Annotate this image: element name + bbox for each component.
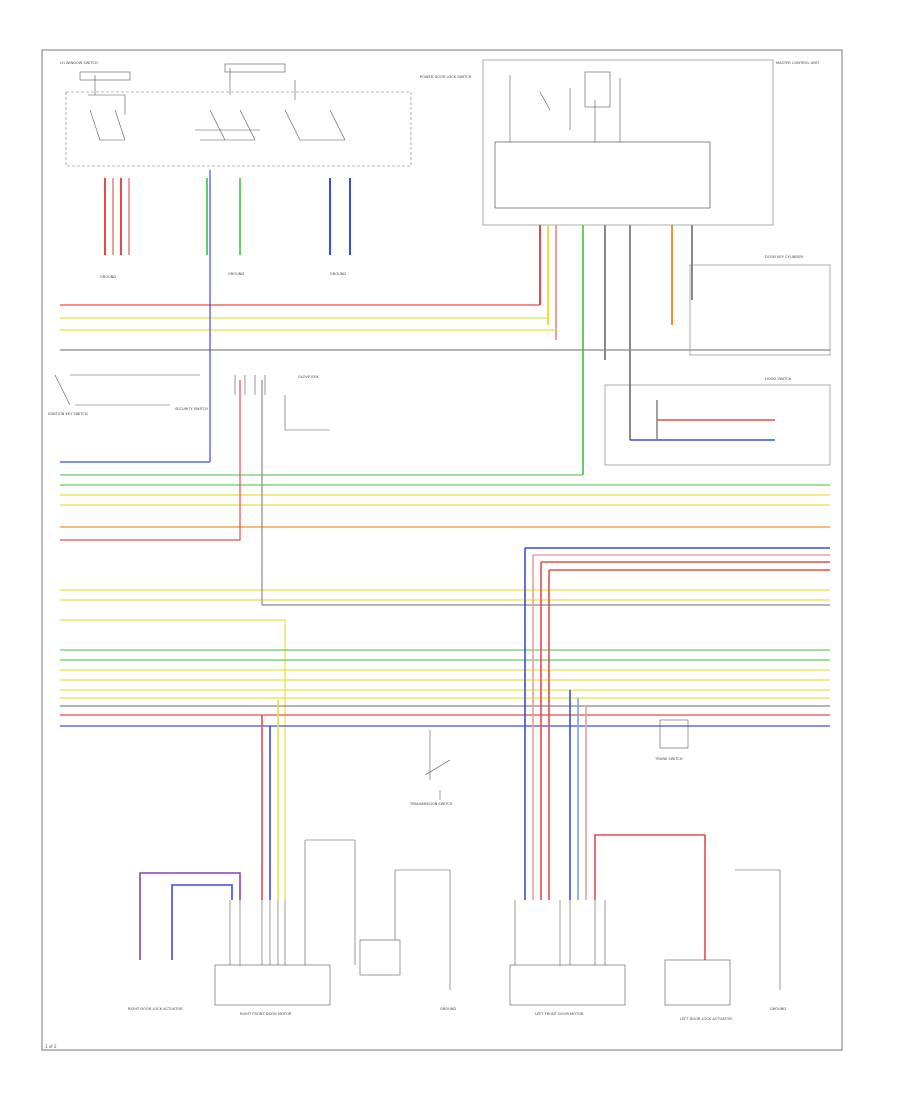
trunk-switch-box (659, 719, 689, 749)
lbl-ground-rf: GROUND (440, 1007, 456, 1011)
ignition-switch (54, 374, 200, 406)
right-front-motor-box (214, 964, 331, 1006)
lbl-hood: HOOD SWITCH (765, 377, 792, 381)
lbl-cluster: POWER DOOR LOCK SWITCH (420, 75, 472, 79)
lbl-left-door-lock: LEFT DOOR LOCK ACTUATOR (680, 1017, 732, 1021)
lbl-transmission: TRANSMISSION SWITCH (409, 802, 453, 806)
page-id: 1 of 2 (45, 1044, 57, 1049)
bus-lines (60, 170, 830, 900)
cluster-ground-labels: GROUND GROUND GROUND (100, 272, 346, 279)
lf-motor-pins (514, 900, 606, 965)
svg-text:GROUND: GROUND (100, 275, 116, 279)
bundle-verticals-lf (524, 547, 830, 900)
glove-box-connector (234, 375, 330, 431)
lbl-ground-lf: GROUND (770, 1007, 786, 1011)
hood-sw-box (604, 384, 831, 466)
lbl-left-front-motor: LEFT FRONT DOOR MOTOR (535, 1012, 584, 1016)
door-lock-switch (195, 63, 286, 141)
rf-actuator-wire (394, 869, 451, 990)
lbl-security: SECURITY SWITCH (175, 407, 208, 411)
svg-text:GROUND: GROUND (228, 272, 244, 276)
bundle-verticals-rf (261, 700, 279, 900)
lbl-right-front-motor: RIGHT FRONT DOOR MOTOR (240, 1012, 292, 1016)
relay-block (509, 71, 621, 142)
lbl-lh-window: LH WINDOW SWITCH (60, 61, 98, 65)
rf-actuator-box (359, 939, 401, 976)
door-key-cyl-box (689, 264, 831, 356)
master-control-inner (494, 141, 711, 209)
rh-window-switch (284, 80, 346, 141)
lbl-door-key: DOOR KEY CYLINDER (765, 255, 803, 259)
cluster-connector-wires (104, 178, 351, 255)
lh-window-switch (79, 71, 131, 141)
control-unit-wires (539, 225, 693, 475)
rf-motor-pins (229, 839, 356, 965)
left-door-lock-box (664, 959, 731, 1006)
diagram-frame (41, 49, 843, 1051)
transmission-switch (424, 730, 451, 800)
master-control-outer (482, 59, 774, 226)
lbl-trunk: TRUNK SWITCH (654, 757, 683, 761)
lbl-master-control: MASTER CONTROL UNIT (776, 61, 820, 65)
left-door-lock-wires (594, 834, 706, 960)
hood-switch-wires (630, 400, 775, 441)
lbl-right-door-lock: RIGHT DOOR LOCK ACTUATOR (128, 1007, 183, 1011)
lbl-glove: GLOVE BOX (298, 375, 319, 379)
right-door-lock-wires (139, 872, 241, 960)
svg-text:GROUND: GROUND (330, 272, 346, 276)
switch-cluster-box (65, 91, 412, 167)
left-front-motor-box (509, 964, 626, 1006)
lbl-ignition: IGNITION KEY SWITCH (48, 412, 88, 416)
lf-ground-wire (735, 869, 781, 990)
